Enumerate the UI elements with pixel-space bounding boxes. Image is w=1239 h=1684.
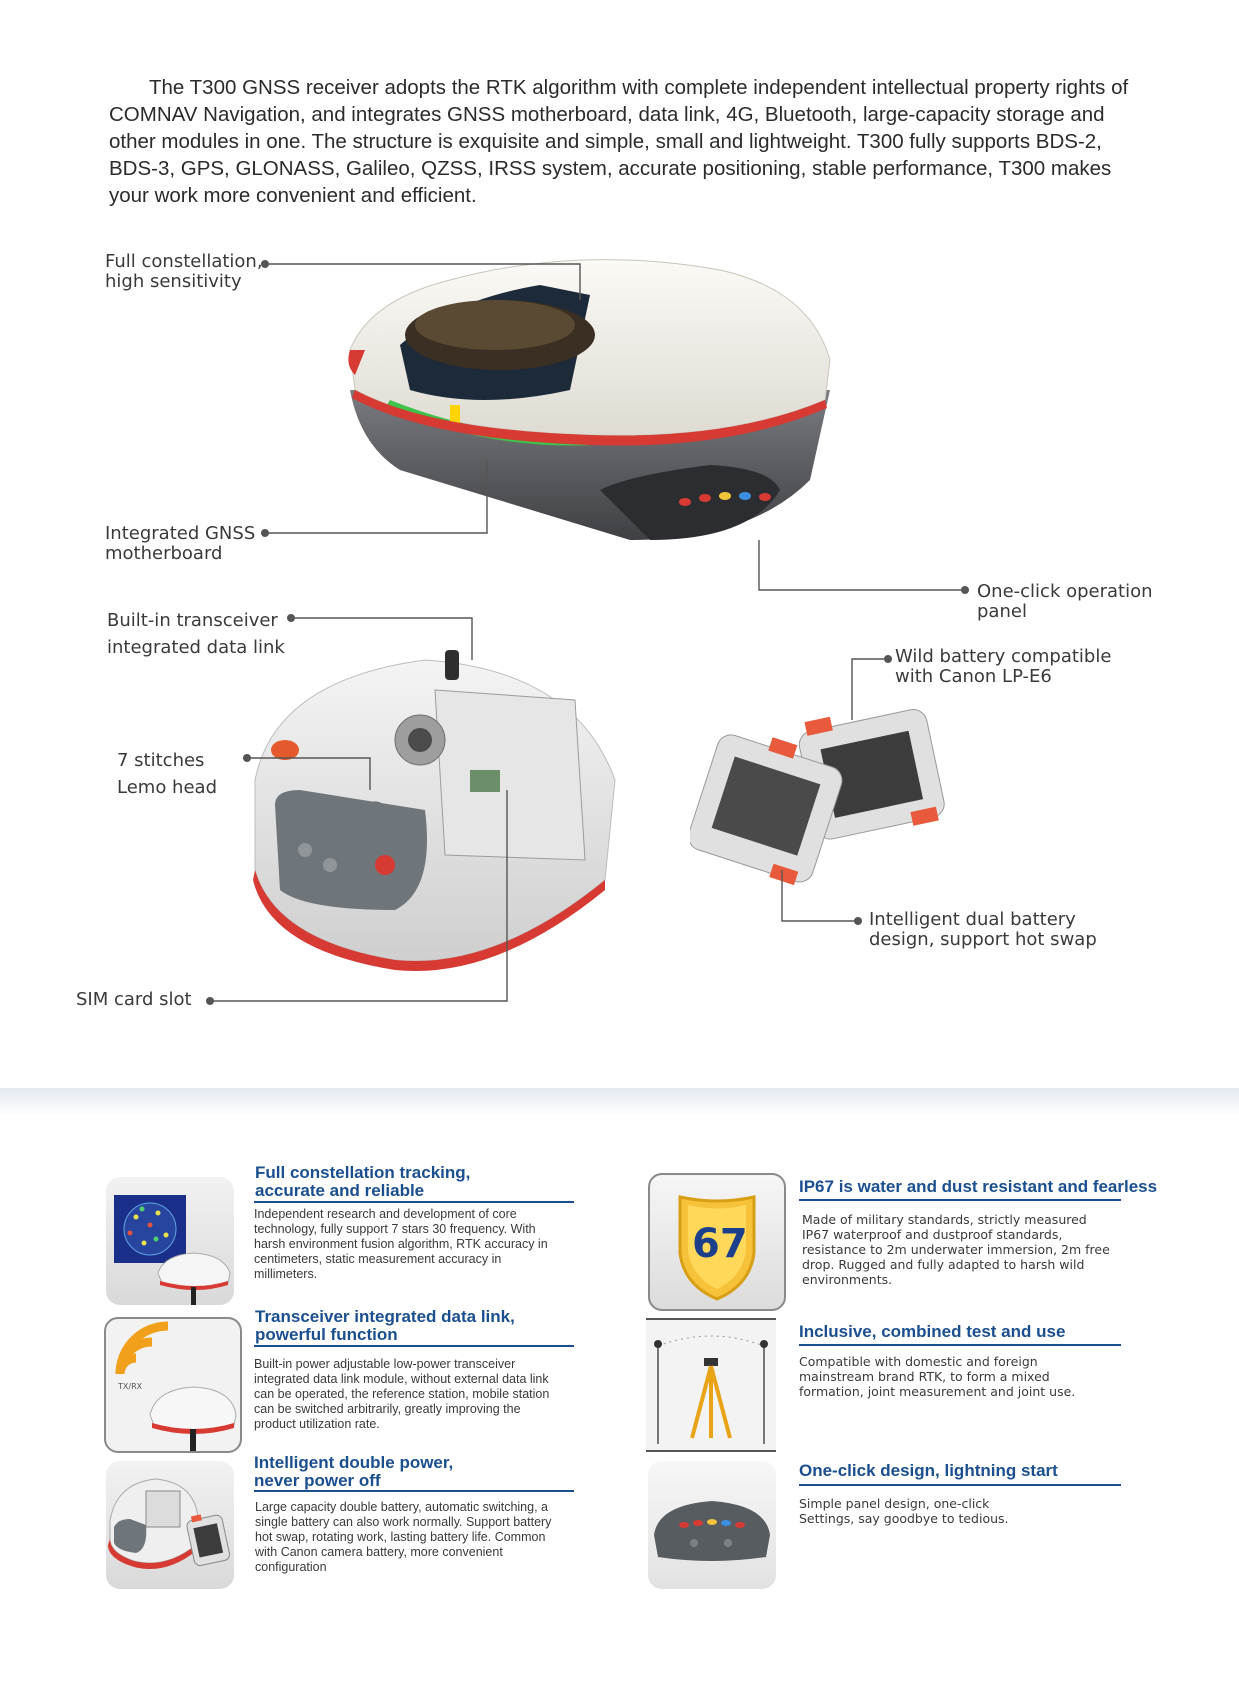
feature-title-combined: Inclusive, combined test and use bbox=[799, 1322, 1066, 1341]
section-divider-band bbox=[0, 1088, 1239, 1116]
feature-underline bbox=[799, 1344, 1121, 1346]
callout-sim-card-slot: SIM card slot bbox=[76, 989, 192, 1010]
callout-operation-panel: One-click operation panel bbox=[977, 581, 1153, 622]
feature-body-constellation: Independent research and development of … bbox=[254, 1207, 548, 1281]
feature-title-double-power: Intelligent double power, never power of… bbox=[254, 1453, 454, 1490]
ip67-label: 67 bbox=[692, 1221, 748, 1267]
txrx-label: TX/RX bbox=[118, 1382, 143, 1391]
tripod-network-icon bbox=[646, 1318, 776, 1452]
callout-motherboard: Integrated GNSS motherboard bbox=[105, 523, 256, 564]
callout-dual-battery: Intelligent dual battery design, support… bbox=[869, 909, 1097, 950]
feature-underline bbox=[799, 1484, 1121, 1486]
receiver-bottom-image bbox=[253, 650, 616, 971]
callout-constellation: Full constellation, high sensitivity bbox=[105, 251, 263, 292]
receiver-cutaway-image bbox=[348, 259, 831, 540]
feature-body-ip67: Made of military standards, strictly mea… bbox=[802, 1212, 1110, 1287]
callout-canon-battery: Wild battery compatible with Canon LP-E6 bbox=[895, 646, 1112, 687]
feature-title-ip67: IP67 is water and dust resistant and fea… bbox=[799, 1177, 1158, 1196]
constellation-receiver-icon bbox=[106, 1177, 234, 1305]
feature-underline bbox=[799, 1199, 1121, 1201]
callout-transceiver: Built-in transceiver integrated data lin… bbox=[107, 610, 285, 658]
feature-body-transceiver: Built-in power adjustable low-power tran… bbox=[254, 1357, 550, 1431]
double-battery-icon bbox=[106, 1461, 234, 1589]
intro-paragraph: The T300 GNSS receiver adopts the RTK al… bbox=[109, 76, 1129, 207]
feature-body-combined: Compatible with domestic and foreign mai… bbox=[799, 1354, 1076, 1399]
txrx-radio-icon: TX/RX bbox=[104, 1317, 242, 1453]
callout-lemo-head: 7 stitches Lemo head bbox=[117, 750, 217, 798]
feature-underline bbox=[254, 1490, 574, 1492]
feature-body-double-power: Large capacity double battery, automatic… bbox=[255, 1500, 552, 1574]
feature-underline bbox=[254, 1345, 574, 1347]
control-panel-icon bbox=[648, 1461, 776, 1589]
feature-title-transceiver: Transceiver integrated data link, powerf… bbox=[255, 1307, 515, 1344]
feature-underline bbox=[254, 1201, 574, 1203]
callout-leader-lines bbox=[206, 260, 969, 1005]
ip67-shield-icon: 67 bbox=[648, 1173, 786, 1311]
feature-body-one-click: Simple panel design, one-click Settings,… bbox=[799, 1496, 1009, 1526]
dual-battery-image bbox=[690, 709, 945, 886]
feature-title-one-click: One-click design, lightning start bbox=[799, 1461, 1058, 1480]
feature-title-constellation: Full constellation tracking, accurate an… bbox=[255, 1163, 471, 1200]
